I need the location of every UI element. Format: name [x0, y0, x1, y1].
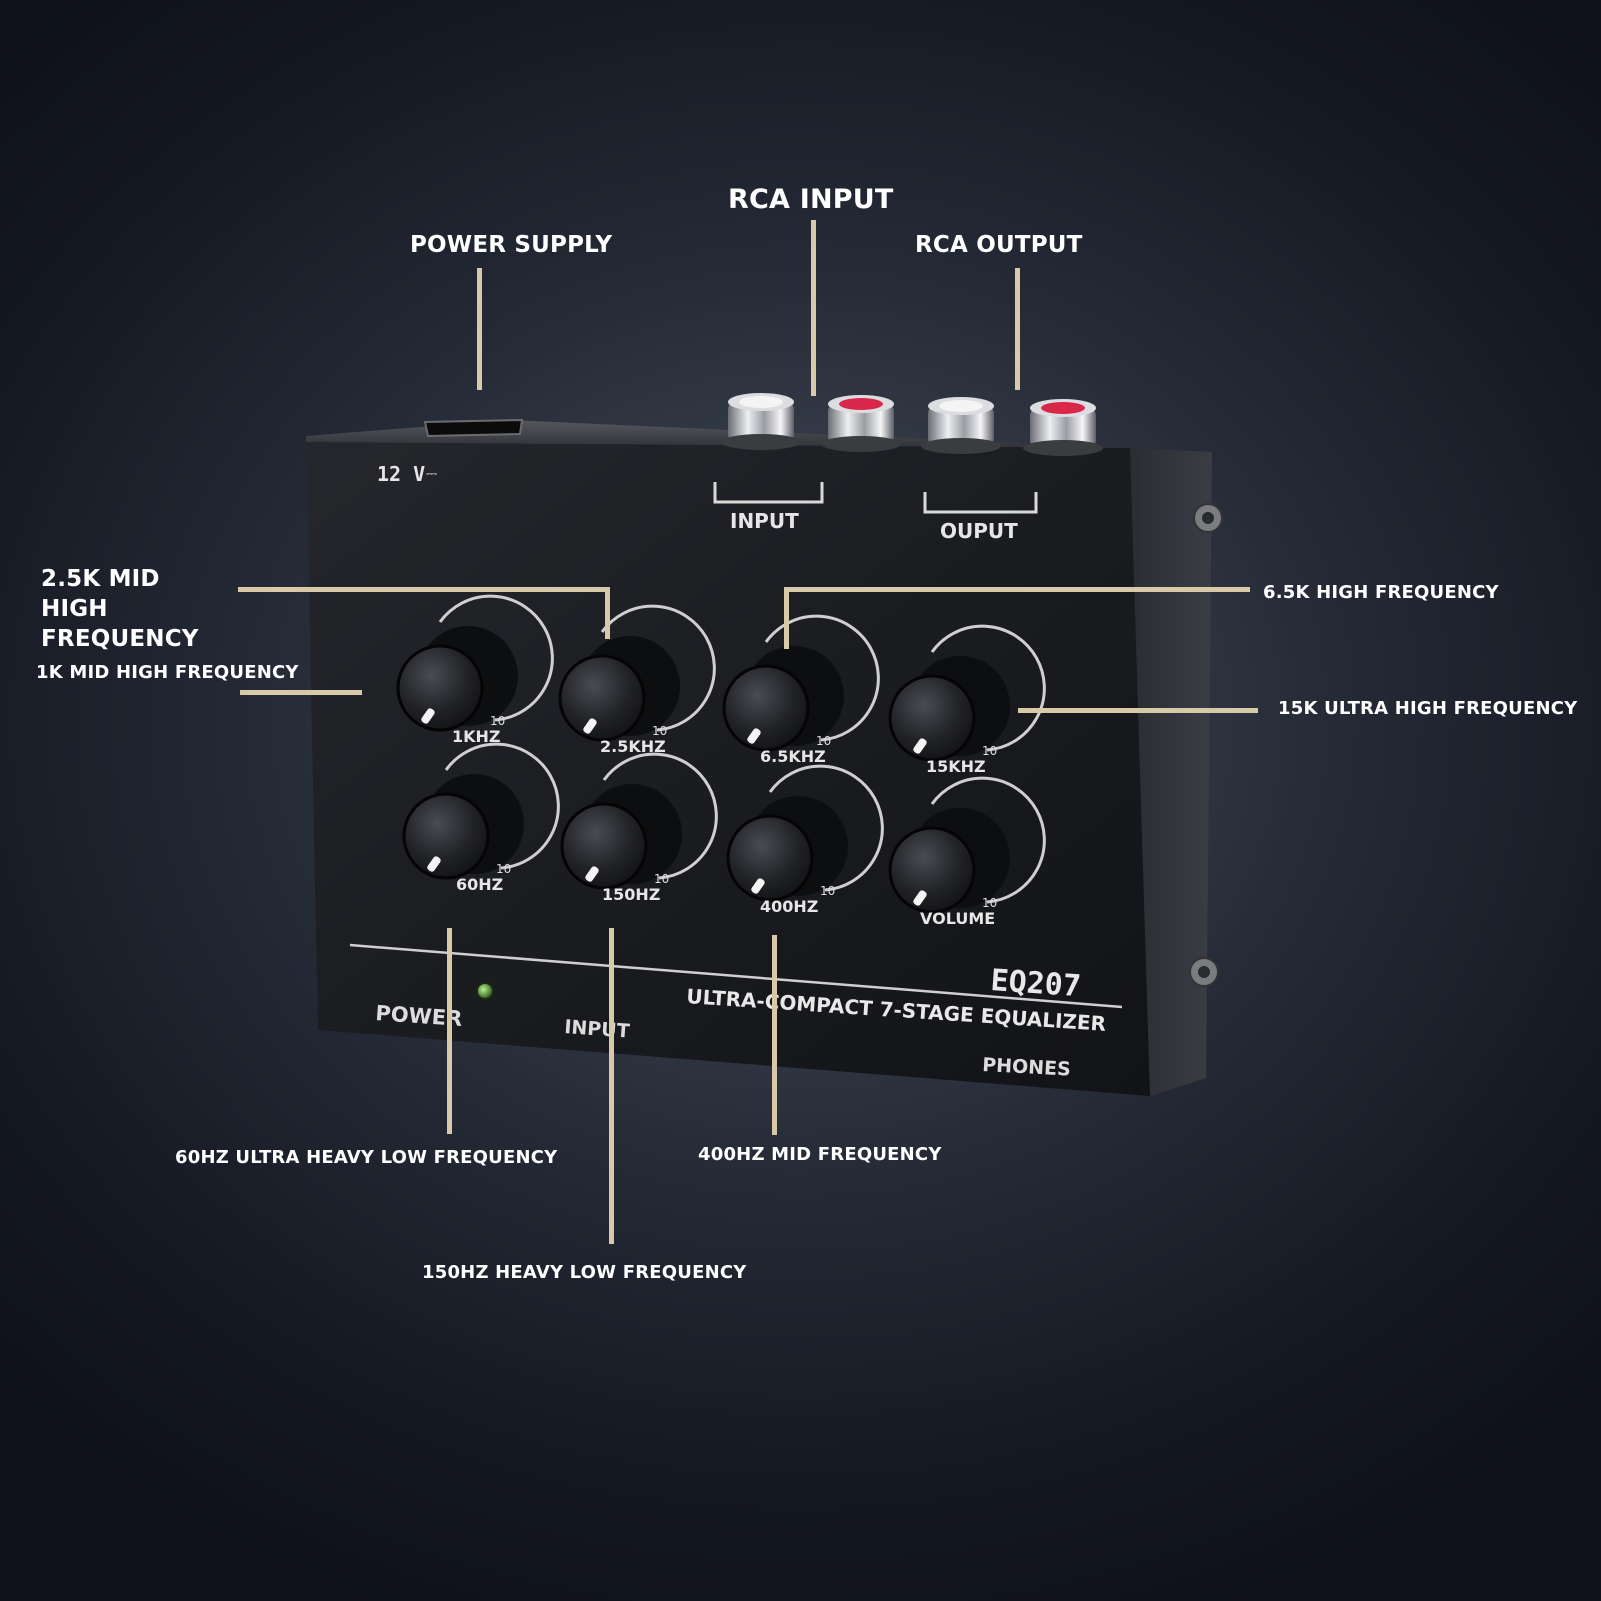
svg-text:10: 10	[982, 896, 997, 910]
callout-line-rca-input	[811, 220, 816, 396]
callout-power-supply: POWER SUPPLY	[410, 232, 613, 258]
knob-label: 1KHZ	[452, 727, 501, 746]
callout-line-15k	[1018, 708, 1258, 713]
callout-15k-ultra-high: 15K ULTRA HIGH FREQUENCY	[1278, 698, 1578, 719]
knob-6-5khz[interactable]: 10 6.5KHZ	[722, 614, 880, 766]
knob-scale-max: 10	[490, 714, 505, 728]
svg-text:10: 10	[982, 744, 997, 758]
power-led	[476, 982, 494, 1000]
svg-text:10: 10	[816, 734, 831, 748]
equalizer-device: 12 V ⎓ INPUT OUPUT 10 1KHZ 10 2.5KHZ 10	[306, 393, 1223, 1096]
voltage-label: 12 V	[377, 462, 425, 486]
knob-label: 15KHZ	[926, 757, 986, 776]
panel-output-label: OUPUT	[940, 519, 1018, 543]
phones-label: PHONES	[982, 1054, 1072, 1081]
knob-label: 2.5KHZ	[600, 737, 666, 756]
callout-rca-input: RCA INPUT	[728, 184, 894, 215]
callout-line-6-5k-h	[784, 587, 1250, 592]
knob-label: 150HZ	[602, 885, 660, 904]
callout-line-2-5k-v	[605, 587, 610, 639]
callout-60hz-ultra-heavy-low: 60HZ ULTRA HEAVY LOW FREQUENCY	[175, 1147, 558, 1168]
knob-400hz[interactable]: 10 400HZ	[726, 764, 884, 916]
front-input-label: INPUT	[564, 1016, 631, 1043]
callout-line-400hz	[772, 935, 777, 1135]
knob-volume[interactable]: 10 VOLUME	[888, 776, 1046, 928]
knob-2-5khz[interactable]: 10 2.5KHZ	[558, 604, 716, 756]
svg-text:10: 10	[654, 872, 669, 886]
knob-1khz[interactable]: 10 1KHZ	[396, 594, 554, 746]
callout-line-rca-output	[1015, 268, 1020, 390]
svg-text:10: 10	[652, 724, 667, 738]
knob-60hz[interactable]: 10 60HZ	[402, 742, 560, 894]
callout-line-2-5k-h	[238, 587, 610, 592]
svg-text:10: 10	[820, 884, 835, 898]
device-side-panel	[1130, 448, 1212, 1096]
knob-label: 6.5KHZ	[760, 747, 826, 766]
callout-rca-output: RCA OUTPUT	[915, 232, 1083, 258]
knob-label: 60HZ	[456, 875, 503, 894]
screw-bottom	[1189, 957, 1219, 987]
rca-jack-output-right	[1023, 399, 1103, 456]
callout-line-6-5k-v	[784, 587, 789, 649]
knob-15khz[interactable]: 10 15KHZ	[888, 624, 1046, 776]
callout-2-5k-mid-high: 2.5K MID HIGH FREQUENCY	[41, 566, 199, 652]
rca-jack-output-left	[921, 397, 1001, 454]
rca-jack-input-left	[721, 393, 801, 450]
dc-symbol-icon: ⎓	[426, 466, 437, 482]
model-name: EQ207	[989, 963, 1082, 1004]
callout-1k-mid-high: 1K MID HIGH FREQUENCY	[36, 662, 299, 683]
screw-top	[1193, 503, 1223, 533]
knob-label: 400HZ	[760, 897, 818, 916]
svg-text:10: 10	[496, 862, 511, 876]
knob-150hz[interactable]: 10 150HZ	[560, 752, 718, 904]
knob-label: VOLUME	[920, 909, 995, 928]
callout-line-1k	[240, 690, 362, 695]
callout-150hz-heavy-low: 150HZ HEAVY LOW FREQUENCY	[422, 1262, 747, 1283]
panel-divider-line	[349, 943, 1123, 1009]
callout-line-150hz	[609, 928, 614, 1244]
device-front-panel	[306, 442, 1150, 1096]
callout-400hz-mid: 400HZ MID FREQUENCY	[698, 1144, 942, 1165]
callout-6-5k-high: 6.5K HIGH FREQUENCY	[1263, 582, 1499, 603]
panel-input-label: INPUT	[730, 509, 799, 533]
rca-jack-input-right	[821, 395, 901, 452]
power-jack	[423, 418, 524, 438]
callout-line-60hz	[447, 928, 452, 1134]
callout-line-power-supply	[477, 268, 482, 390]
input-bracket	[713, 482, 824, 504]
output-bracket	[923, 492, 1038, 514]
